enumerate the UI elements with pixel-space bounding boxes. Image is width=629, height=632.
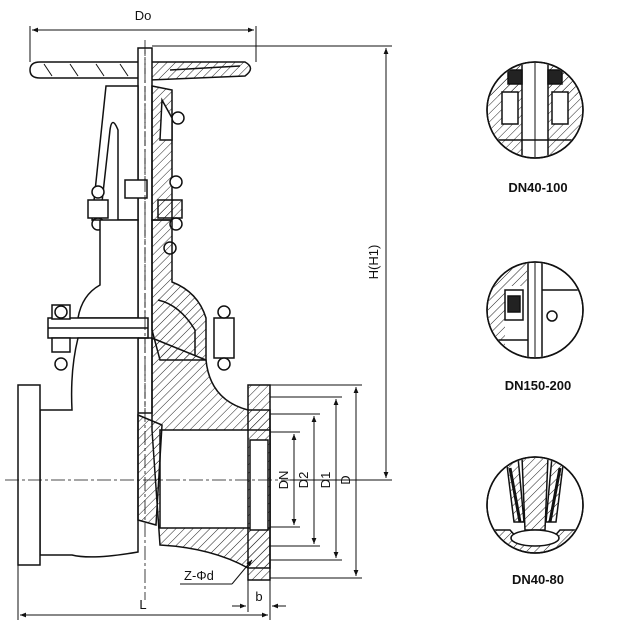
detail-2-caption: DN150-200 [505,378,572,393]
detail-dn40-80 [486,456,584,554]
bonnet [47,219,235,371]
detail-dn150-200 [486,261,584,359]
dim-d1-label: D1 [318,472,333,489]
detail-1-caption: DN40-100 [508,180,567,195]
detail-3-caption: DN40-80 [512,572,564,587]
dim-dn-label: DN [276,471,291,490]
dim-do-label: Do [135,8,152,23]
dim-b-label: b [255,589,262,604]
dim-z-phi-d-label: Z-Φd [184,568,214,583]
dim-d2-label: D2 [296,472,311,489]
detail-dn40-100 [486,61,584,159]
dim-l-label: L [139,597,146,612]
yoke [87,85,185,255]
dim-h-label: H(H1) [366,245,381,280]
dimension-lines [17,26,392,620]
center-lines [5,40,290,600]
valve-body [17,336,271,581]
dim-d-label: D [338,475,353,484]
